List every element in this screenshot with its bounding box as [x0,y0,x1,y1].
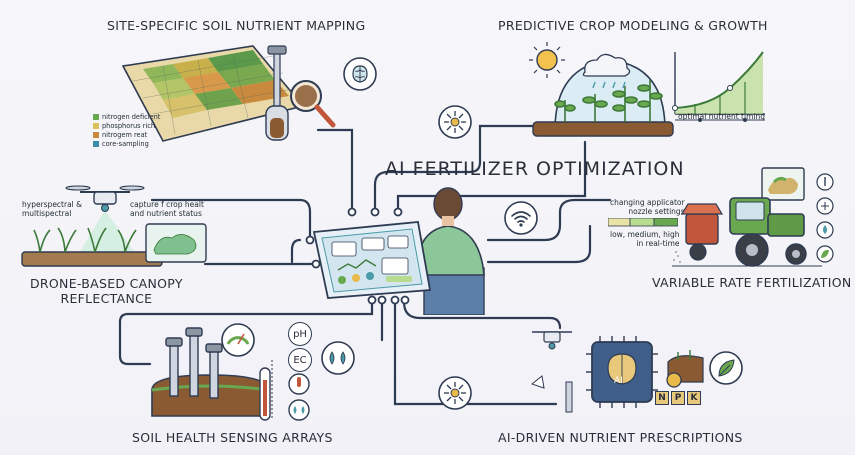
drone-label-right-line2: and nutrient status [130,209,202,218]
soil-mapping-heading: SITE-SPECIFIC SOIL NUTRIENT MAPPING [107,18,366,33]
legend-label: nitrogem reat [102,131,148,139]
soil-map-legend: nitrogen deficient phosphorus rich nitro… [93,113,160,148]
analyst-illustration [312,187,485,315]
drone-heading-line1: DRONE-BASED CANOPY [30,276,183,291]
drone-label-right-line1: capture f crop healt [130,200,204,209]
droplets-icon [288,399,310,421]
tablet-screen [312,221,432,299]
drone-label-left: hyperspectral & multispectral [22,200,82,218]
ec-badge: EC [288,348,312,372]
legend-swatch [93,114,99,120]
sensor-icons [816,173,834,263]
legend-swatch [93,123,99,129]
variable-rate-heading: VARIABLE RATE FERTILIZATION [652,275,852,290]
chip-label: AI [614,376,623,386]
wifi-icon [504,201,538,235]
page-title: AI FERTILIZER OPTIMIZATION [385,158,685,180]
gear-icon [666,372,682,388]
crop-model-illustration [529,42,765,137]
connector-soil-health [118,300,374,366]
drone-heading-line2: REFLECTANCE [60,291,153,306]
fertilizer-hopper [685,213,719,245]
soil-health-heading: SOIL HEALTH SENSING ARRAYS [132,430,333,445]
connector-drone [150,198,312,242]
prescription-illustration [530,331,704,413]
applicator-note: changing applicator nozzle settings [610,198,685,216]
rate-scale [608,218,678,227]
connector-variable-rate [486,198,612,242]
npk-tile-n: N [655,391,669,405]
soil-map-illustration [121,45,336,142]
drone-heading: DRONE-BASED CANOPY REFLECTANCE [30,276,183,306]
leaf-icon [709,351,743,385]
npk-tile-p: P [671,391,685,405]
drone-illustration [21,185,207,267]
legend-swatch [93,141,99,147]
water-drops-icon [321,341,355,375]
legend-item: core-sampling [93,140,160,148]
npk-tile-k: K [687,391,701,405]
soil-health-icons [288,373,310,421]
legend-label: core-sampling [102,140,149,148]
legend-label: phosphorus rich [102,122,156,130]
drone-label-right: capture f crop healt and nutrient status [130,200,204,218]
applicator-levels-line2: in real-time [636,239,680,248]
legend-item: nitrogem reat [93,131,160,139]
ph-badge: pH [288,322,312,346]
brain-icon [343,57,377,91]
legend-item: nitrogen deficient [93,113,160,121]
npk-tiles: N P K [655,391,701,405]
tractor-illustration [672,167,822,267]
hub-icon-bottom [438,376,472,410]
legend-label: nitrogen deficient [102,113,161,121]
legend-item: phosphorus rich [93,122,160,130]
cloud-icon [582,53,631,77]
person-head [433,187,463,221]
applicator-levels-line1: low, medium, high [610,230,680,239]
applicator-note-line1: changing applicator [610,198,685,207]
hub-icon [438,105,472,139]
soil-sensor-illustration [151,323,273,421]
sun-icon [536,49,558,71]
applicator-levels: low, medium, high in real-time [610,230,680,248]
gauge-icon [221,323,255,357]
drone-label-left-line1: hyperspectral & [22,200,82,209]
chart-label: optimal nutrient timing [678,112,765,121]
crop-modeling-heading: PREDICTIVE CROP MODELING & GROWTH [498,18,768,33]
drone-icon [65,185,145,212]
applicator-note-line2: nozzle settings [628,207,685,216]
legend-swatch [93,132,99,138]
connector-soil-map [316,128,354,214]
drone-label-left-line2: multispectral [22,209,72,218]
connector-crop-model [373,124,557,214]
prescriptions-heading: AI-DRIVEN NUTRIENT PRESCRIPTIONS [498,430,743,445]
connector-prescriptions [393,300,558,406]
